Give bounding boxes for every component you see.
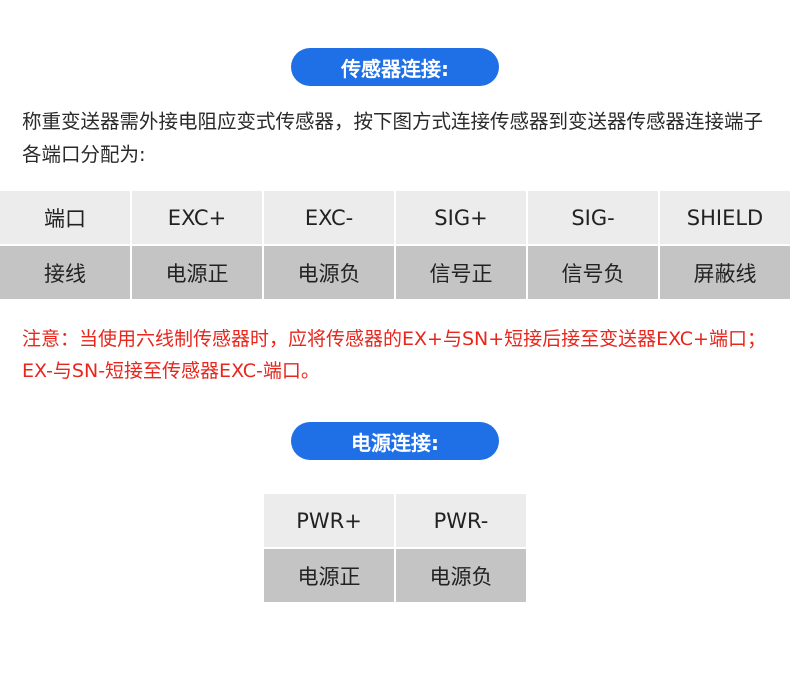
sensor-row-cell: 屏蔽线: [660, 246, 790, 299]
power-terminal-table: PWR+ PWR- 电源正 电源负: [262, 492, 528, 604]
sensor-header-cell: SIG+: [396, 191, 526, 244]
power-section-title: 电源连接:: [291, 422, 499, 460]
power-table-row: 电源正 电源负: [264, 549, 526, 602]
sensor-header-cell: EXC+: [132, 191, 262, 244]
power-row-cell: 电源负: [396, 549, 526, 602]
sensor-table-row: 接线 电源正 电源负 信号正 信号负 屏蔽线: [0, 246, 790, 299]
sensor-header-cell: 端口: [0, 191, 130, 244]
sensor-intro-text: 称重变送器需外接电阻应变式传感器，按下图方式连接传感器到变送器传感器连接端子各端…: [22, 110, 764, 166]
sensor-row-cell: 接线: [0, 246, 130, 299]
sensor-section-title: 传感器连接:: [291, 48, 499, 86]
power-table-header-row: PWR+ PWR-: [264, 494, 526, 547]
power-header-cell: PWR+: [264, 494, 394, 547]
sensor-header-cell: SHIELD: [660, 191, 790, 244]
sensor-row-cell: 电源负: [264, 246, 394, 299]
sensor-header-cell: SIG-: [528, 191, 658, 244]
sensor-section-title-text: 传感器连接:: [341, 56, 449, 81]
sensor-terminal-table: 端口 EXC+ EXC- SIG+ SIG- SHIELD 接线 电源正 电源负…: [0, 189, 790, 301]
six-wire-note: 注意：当使用六线制传感器时，应将传感器的EX+与SN+短接后接至变送器EXC+端…: [22, 328, 766, 382]
sensor-header-cell: EXC-: [264, 191, 394, 244]
sensor-row-cell: 电源正: [132, 246, 262, 299]
sensor-row-cell: 信号正: [396, 246, 526, 299]
sensor-table-header-row: 端口 EXC+ EXC- SIG+ SIG- SHIELD: [0, 191, 790, 244]
power-header-cell: PWR-: [396, 494, 526, 547]
power-section-title-text: 电源连接:: [351, 430, 439, 455]
power-row-cell: 电源正: [264, 549, 394, 602]
sensor-row-cell: 信号负: [528, 246, 658, 299]
